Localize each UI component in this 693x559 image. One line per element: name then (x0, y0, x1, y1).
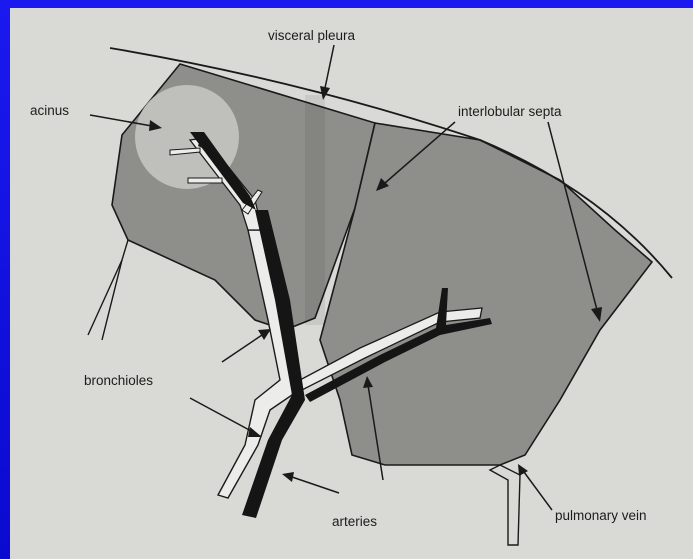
shade-streak (305, 95, 325, 325)
label-pulmonary-vein: pulmonary vein (555, 508, 647, 523)
label-arteries: arteries (332, 514, 377, 529)
bronchiole-twig-2 (188, 178, 222, 183)
label-bronchioles: bronchioles (84, 373, 153, 388)
label-visceral-pleura: visceral pleura (268, 28, 355, 43)
label-interlobular-septa: interlobular septa (458, 104, 562, 119)
label-acinus: acinus (30, 103, 69, 118)
